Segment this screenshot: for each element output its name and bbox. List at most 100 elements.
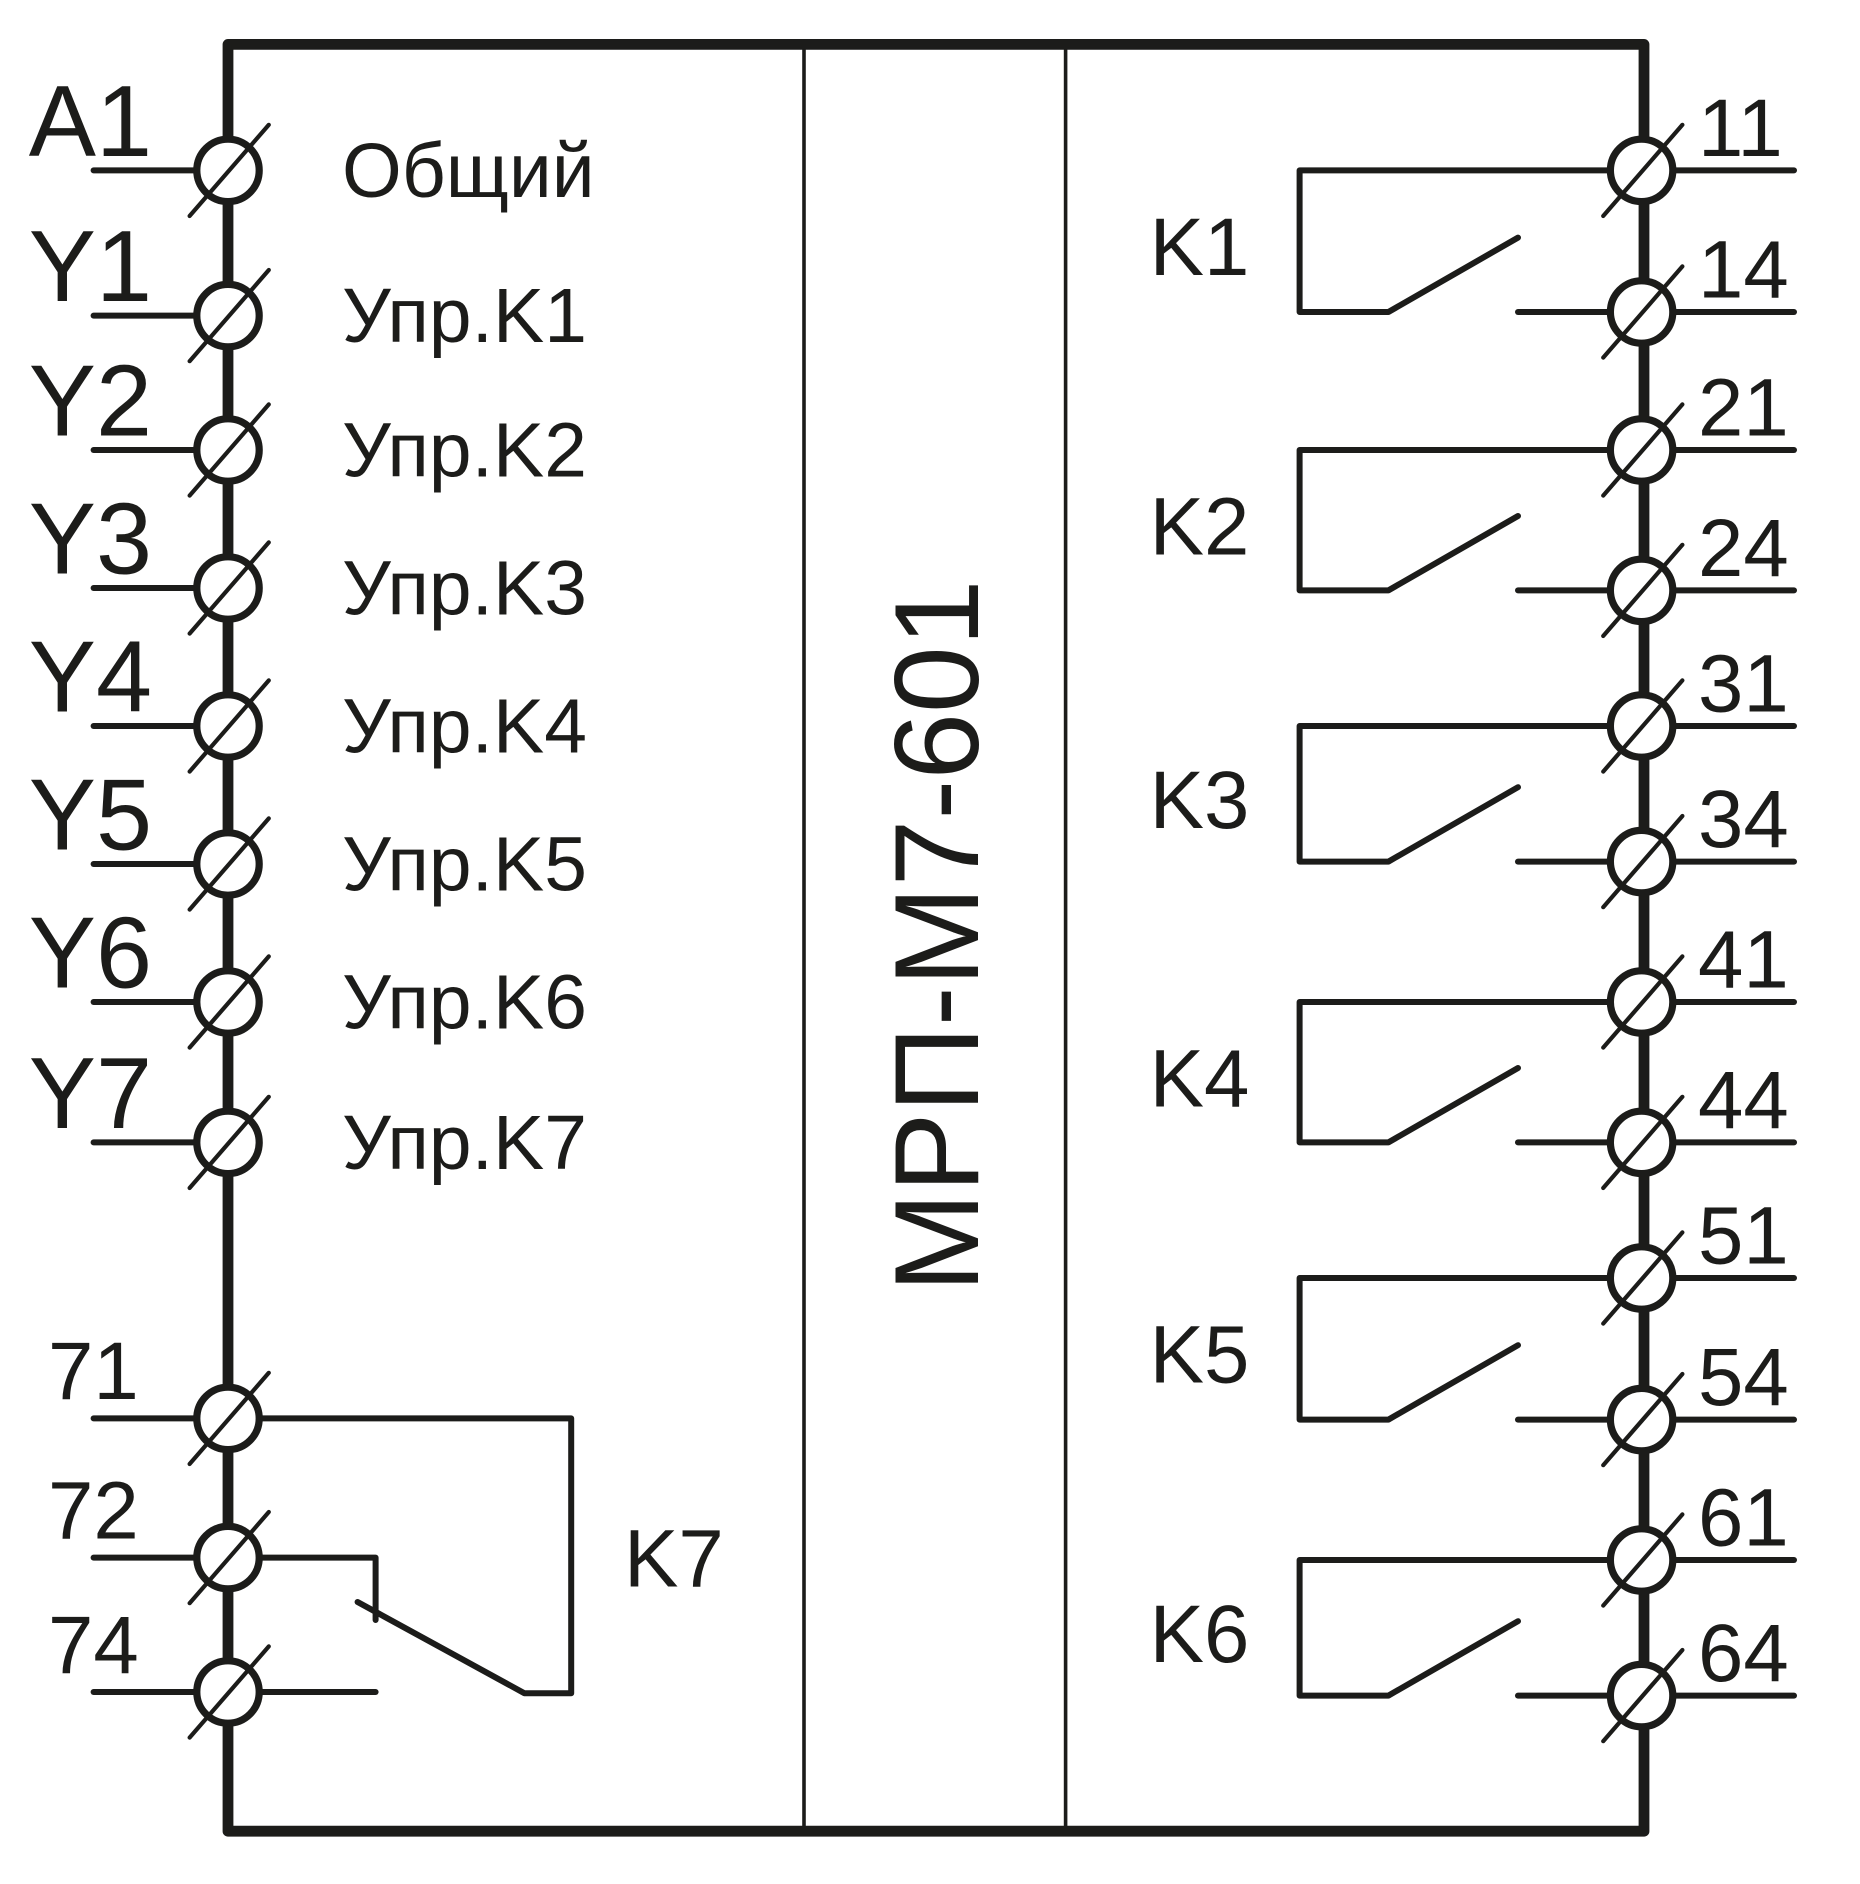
relay-contact	[1296, 1275, 1614, 1423]
terminal-slash	[1601, 264, 1685, 360]
terminal-slash	[1601, 813, 1685, 910]
right-terminal-44	[1601, 1094, 1685, 1191]
terminal-slash	[1601, 122, 1685, 219]
terminal-slash	[1601, 678, 1685, 774]
relay-k4: 41 44 K4	[1150, 915, 1797, 1191]
terminal-slash	[187, 1509, 271, 1606]
k7-terminal-label: 71	[48, 1326, 139, 1417]
terminal-slash	[187, 954, 271, 1050]
relay-k1: 11 14 K1	[1150, 83, 1797, 360]
terminal-slash	[187, 678, 271, 774]
terminal-slash	[1601, 1647, 1685, 1744]
terminal-id-label: 54	[1698, 1332, 1789, 1423]
terminal-slash	[187, 122, 271, 219]
k7-terminal-72	[187, 1509, 271, 1606]
terminal-id-label: 34	[1698, 774, 1789, 865]
terminal-id-label: Y6	[29, 898, 152, 1010]
terminal-id-label: Y2	[29, 346, 152, 458]
terminal-slash	[187, 816, 271, 912]
left-terminal-y3	[187, 540, 271, 636]
right-terminal-61	[1601, 1512, 1685, 1608]
terminal-slash	[1601, 1230, 1685, 1326]
terminal-description-label: Упр.K6	[342, 959, 587, 1045]
right-terminal-24	[1601, 542, 1685, 639]
terminal-description-label: Упр.K3	[342, 545, 587, 631]
k7-common-contact	[256, 1415, 575, 1697]
terminal-id-label: 61	[1698, 1473, 1789, 1564]
terminal-slash	[187, 1094, 271, 1191]
terminal-slash	[1601, 1094, 1685, 1191]
terminal-slash	[1601, 954, 1685, 1050]
relay-k6: 61 64 K6	[1150, 1473, 1797, 1744]
left-terminal-y1	[187, 267, 271, 364]
left-terminal-y4	[187, 678, 271, 774]
k7-nc-contact	[256, 1554, 379, 1623]
terminal-slash	[187, 1644, 271, 1740]
right-terminal-14	[1601, 264, 1685, 360]
right-terminal-21	[1601, 402, 1685, 498]
terminal-slash	[1601, 542, 1685, 639]
relay-k2: 21 24 K2	[1150, 363, 1797, 639]
terminal-slash	[187, 1370, 271, 1467]
right-terminal-51	[1601, 1230, 1685, 1326]
relay-contact	[1296, 723, 1614, 865]
left-terminal-y7	[187, 1094, 271, 1191]
right-terminal-54	[1601, 1371, 1685, 1468]
terminal-id-label: 11	[1698, 83, 1783, 174]
terminal-id-label: Y7	[29, 1038, 152, 1150]
terminal-id-label: A1	[29, 66, 152, 178]
terminal-id-label: 24	[1698, 503, 1789, 594]
terminal-slash	[187, 402, 271, 498]
terminal-description-label: Упр.K1	[342, 273, 587, 359]
terminal-id-label: 31	[1698, 639, 1789, 730]
terminal-slash	[1601, 402, 1685, 498]
terminal-id-label: 64	[1698, 1608, 1789, 1699]
device-model-label: МРП-М7-601	[870, 579, 1004, 1292]
relay-label: K5	[1150, 1309, 1250, 1400]
terminal-id-label: Y3	[29, 484, 152, 596]
relay-label: K4	[1150, 1033, 1250, 1124]
terminal-id-label: 21	[1698, 363, 1789, 454]
left-terminal-y6	[187, 954, 271, 1050]
right-terminal-11	[1601, 122, 1685, 219]
terminal-description-label: Упр.K5	[342, 821, 587, 907]
terminal-id-label: 14	[1698, 225, 1789, 316]
k7-terminal-label: 74	[48, 1600, 139, 1691]
terminal-slash	[187, 540, 271, 636]
right-terminal-64	[1601, 1647, 1685, 1744]
right-terminal-34	[1601, 813, 1685, 910]
terminal-description-label: Упр.K2	[342, 407, 587, 493]
relay-k5: 51 54 K5	[1150, 1191, 1797, 1468]
terminal-description-label: Упр.K7	[342, 1100, 587, 1186]
terminal-slash	[1601, 1512, 1685, 1608]
terminal-description-label: Общий	[342, 128, 595, 214]
relay-label: K2	[1150, 481, 1250, 572]
left-terminal-a1	[187, 122, 271, 219]
relay-contact	[1296, 447, 1614, 594]
terminal-id-label: Y1	[29, 211, 152, 323]
terminal-slash	[1601, 1371, 1685, 1468]
k7-terminal-71	[187, 1370, 271, 1467]
right-terminal-41	[1601, 954, 1685, 1050]
terminal-id-label: 41	[1698, 915, 1789, 1006]
terminal-description-label: Упр.K4	[342, 683, 587, 769]
right-terminal-31	[1601, 678, 1685, 774]
k7-terminal-74	[187, 1644, 271, 1740]
left-terminal-y2	[187, 402, 271, 498]
terminal-id-label: Y4	[29, 622, 152, 734]
terminal-slash	[187, 267, 271, 364]
relay-label: K6	[1150, 1589, 1250, 1680]
relay-contact	[1296, 167, 1614, 315]
left-terminal-y5	[187, 816, 271, 912]
relay-contact	[1296, 999, 1614, 1146]
relay-label: K1	[1150, 202, 1250, 293]
terminal-id-label: 44	[1698, 1055, 1789, 1146]
terminal-id-label: 51	[1698, 1191, 1789, 1282]
k7-terminal-label: 72	[48, 1465, 139, 1556]
relay-contact	[1296, 1557, 1614, 1699]
terminal-id-label: Y5	[29, 760, 152, 872]
